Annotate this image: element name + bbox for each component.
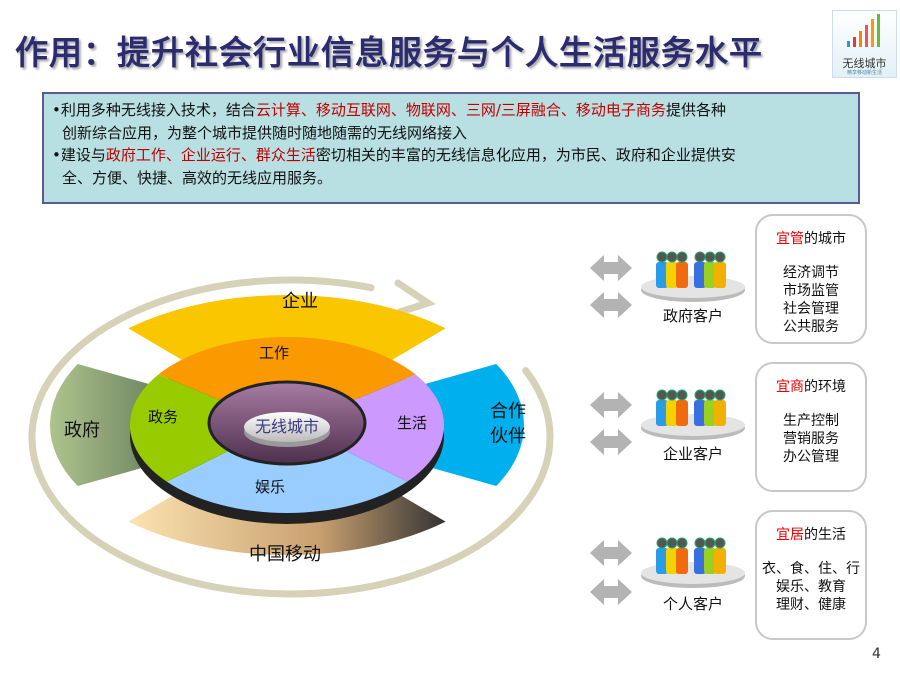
- customer-label-personal: 个人客户: [662, 595, 723, 613]
- double-arrow-icon: [590, 429, 632, 455]
- benefit-item: 营销服务: [783, 431, 839, 447]
- segment-life: [345, 374, 444, 482]
- benefit-item: 办公管理: [783, 449, 839, 465]
- benefit-item: 市场监管: [783, 283, 839, 299]
- center-label-plate: [244, 412, 330, 442]
- label-partner-1: 合作: [490, 401, 526, 422]
- segment-entertainment: [166, 450, 408, 513]
- summary-box: •利用多种无线接入技术，结合云计算、移动互联网、物联网、三网/三屏融合、移动电子…: [42, 92, 860, 204]
- double-arrow-icon: [590, 292, 632, 318]
- label-work: 工作: [259, 344, 289, 362]
- band-enterprise: [128, 295, 446, 363]
- wireless-city-logo: 无线城市 精享移动新生活: [832, 10, 897, 78]
- benefit-box-enterprise: 宜商的环境 生产控制 营销服务 办公管理: [755, 362, 867, 492]
- bullet-1-cont: 创新综合应用，为整个城市提供随时随地随需的无线网络接入: [62, 123, 468, 142]
- benefit-item: 娱乐、教育: [776, 579, 846, 595]
- arrows-group: [590, 255, 632, 605]
- bar-chart-logo-icon: [847, 14, 880, 47]
- benefit-item: 衣、食、住、行: [762, 561, 860, 577]
- bullet-1: •利用多种无线接入技术，结合云计算、移动互联网、物联网、三网/三屏融合、移动电子…: [52, 101, 726, 119]
- customer-label-enterprise: 企业客户: [662, 445, 723, 463]
- benefit-box-personal: 宜居的生活 衣、食、住、行 娱乐、教育 理财、健康: [755, 510, 867, 640]
- benefit-item: 经济调节: [783, 265, 839, 281]
- benefit-item: 生产控制: [783, 413, 839, 429]
- band-partner: [419, 363, 524, 487]
- logo-text: 无线城市: [842, 57, 887, 70]
- label-government: 政府: [64, 420, 100, 441]
- people-group: [641, 251, 745, 588]
- bullet-2: •建设与政府工作、企业运行、群众生活密切相关的丰富的无线信息化应用，为市民、政府…: [52, 146, 736, 164]
- label-china-mobile: 中国移动: [249, 544, 321, 565]
- logo-subtext: 精享移动新生活: [846, 70, 882, 76]
- customer-label-government: 政府客户: [662, 307, 723, 325]
- page-number: 4: [872, 646, 881, 662]
- slide-title: 作用：提升社会行业信息服务与个人生活服务水平: [15, 33, 763, 72]
- label-partner-2: 伙伴: [490, 426, 526, 447]
- segment-government-affairs: [129, 374, 229, 482]
- bullet-2-cont: 全、方便、快捷、高效的无线应用服务。: [62, 168, 333, 187]
- double-arrow-icon: [590, 540, 632, 566]
- double-arrow-icon: [590, 392, 632, 418]
- benefit-item: 社会管理: [783, 301, 839, 317]
- ring-arrowhead-icon: [394, 279, 436, 316]
- segment-work: [158, 337, 416, 403]
- customer-group-icon: [641, 251, 745, 302]
- label-enterprise: 企业: [282, 291, 318, 312]
- label-gov-affairs: 政务: [148, 408, 178, 426]
- benefit-item: 理财、健康: [776, 597, 846, 613]
- label-entertainment: 娱乐: [255, 478, 285, 496]
- customer-group-icon: [641, 389, 745, 440]
- benefit-box-government: 宜管的城市 经济调节 市场监管 社会管理 公共服务: [755, 214, 867, 344]
- label-wireless-city: 无线城市: [255, 417, 319, 436]
- cycle-ring-arrow: [28, 276, 554, 598]
- band-government: [49, 363, 155, 487]
- label-life: 生活: [397, 414, 427, 432]
- double-arrow-icon: [590, 579, 632, 605]
- benefit-item: 公共服务: [783, 319, 839, 335]
- double-arrow-icon: [590, 255, 632, 281]
- customer-group-icon: [641, 537, 745, 588]
